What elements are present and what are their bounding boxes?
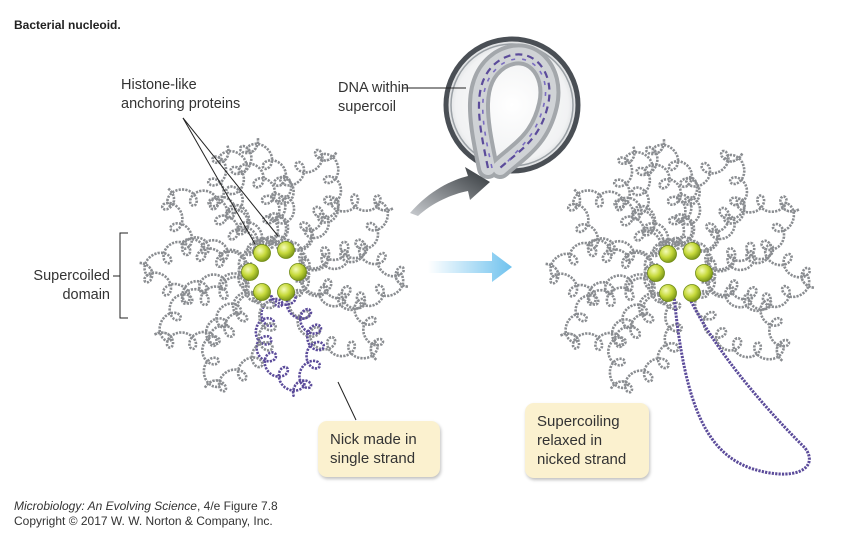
supercoiled-domain: [152, 272, 259, 351]
supercoiled-domain: [285, 276, 385, 362]
zoom-arrow: [410, 167, 490, 216]
nicked-domain: [254, 293, 326, 397]
supercoiled-domain: [673, 149, 749, 257]
histone-label-line1: Histone-like: [121, 77, 197, 93]
credit-edition: , 4/e Figure 7.8: [196, 499, 278, 513]
relaxed-callout-line1: Supercoiling: [537, 413, 620, 430]
figure-title: Bacterial nucleoid.: [14, 18, 121, 32]
supercoiled-domain: [612, 144, 687, 255]
supercoiled-domain: [267, 148, 343, 256]
domain-label: Supercoiled domain: [22, 267, 110, 305]
nucleoid-before: [137, 136, 410, 397]
nucleoid-after: [543, 137, 816, 476]
anchoring-protein: [659, 284, 677, 302]
leader-lines: [113, 87, 466, 421]
anchoring-protein: [683, 242, 701, 260]
supercoiled-domain: [695, 194, 801, 273]
relaxed-callout-line3: nicked strand: [537, 451, 627, 468]
histone-label: Histone-like anchoring proteins: [121, 76, 240, 114]
anchoring-protein: [289, 263, 307, 281]
histone-label-line2: anchoring proteins: [121, 96, 241, 112]
supercoiled-domain: [206, 143, 281, 254]
dna-label-line2: supercoil: [338, 99, 397, 115]
supercoiled-domain: [137, 236, 253, 307]
credit-copyright: Copyright © 2017 W. W. Norton & Company,…: [14, 514, 273, 528]
transition-arrow: [428, 252, 512, 282]
supercoiled-domain: [691, 277, 791, 363]
domain-label-line1: Supercoiled: [33, 268, 110, 284]
anchoring-protein: [253, 244, 271, 262]
supercoiled-domain: [631, 137, 702, 251]
supercoiled-domain: [701, 241, 816, 313]
anchoring-protein: [277, 241, 295, 259]
anchoring-protein: [659, 245, 677, 263]
supercoiled-domain: [558, 273, 665, 352]
nick-callout: Nick made in single strand: [318, 421, 440, 477]
relaxed-loop: [672, 294, 811, 476]
relaxed-callout-line2: relaxed in: [537, 432, 603, 449]
supercoiled-domain: [289, 193, 395, 272]
supercoiled-domain: [607, 288, 684, 394]
credit-book: Microbiology: An Evolving Science: [14, 499, 197, 513]
anchoring-protein: [695, 264, 713, 282]
domain-label-line2: domain: [62, 287, 110, 303]
anchoring-protein: [253, 283, 271, 301]
anchoring-protein: [683, 284, 701, 302]
dna-label: DNA within supercoil: [338, 79, 409, 117]
anchoring-protein: [647, 264, 665, 282]
anchoring-protein: [241, 263, 259, 281]
supercoiled-domain: [566, 187, 668, 271]
figure-credit: Microbiology: An Evolving Science, 4/e F…: [14, 499, 278, 529]
supercoiled-domain: [160, 186, 262, 270]
supercoiled-domain: [543, 237, 659, 308]
dna-label-line1: DNA within: [338, 80, 409, 96]
relaxed-callout: Supercoiling relaxed in nicked strand: [525, 403, 649, 478]
anchoring-protein: [277, 283, 295, 301]
supercoiled-domain: [225, 136, 296, 250]
nick-callout-line1: Nick made in: [330, 431, 417, 448]
nick-callout-line2: single strand: [330, 450, 416, 467]
supercoiled-domain: [295, 240, 410, 312]
supercoiled-domain: [201, 287, 278, 393]
supercoil-magnifier: [443, 36, 581, 179]
